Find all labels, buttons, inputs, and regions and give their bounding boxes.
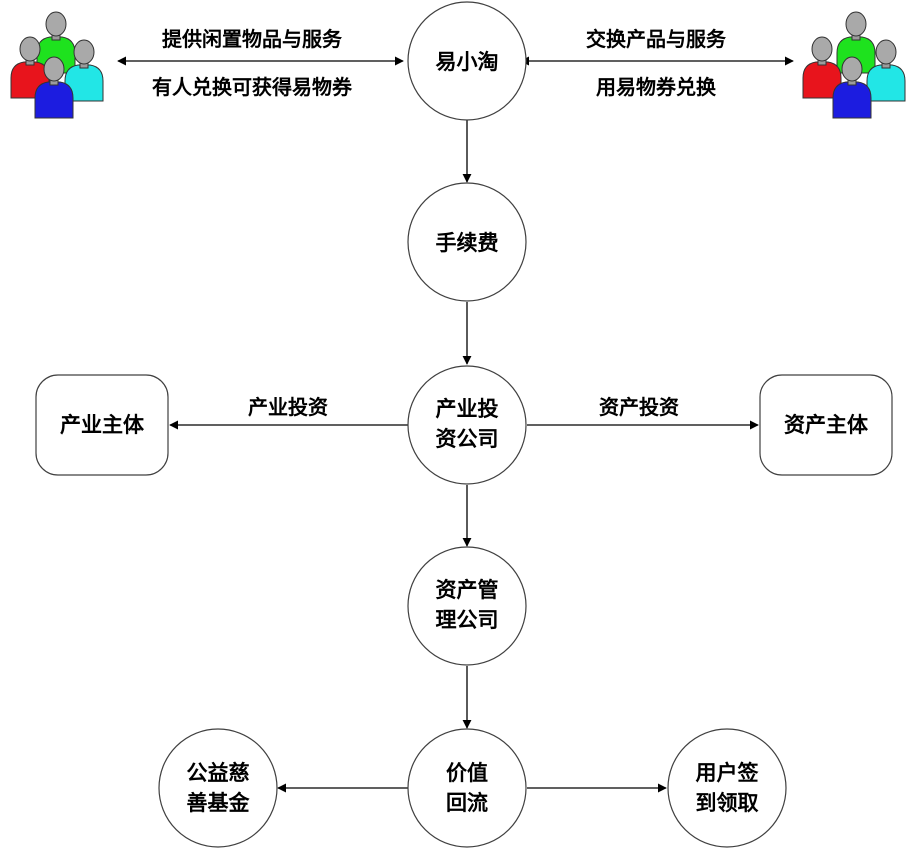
node-user-checkin-line1: 用户签 [696,761,760,785]
node-asset-entity-label: 资产主体 [784,413,869,437]
node-fee-label: 手续费 [436,231,499,255]
node-yixiaotao-label: 易小淘 [436,50,499,74]
right-user-group-icon [802,11,906,119]
left-user-group-icon [10,11,104,119]
node-asset-management-company: 资产管 理公司 [407,546,527,666]
node-investment-company-line2: 资公司 [436,427,499,451]
node-charity-fund: 公益慈 善基金 [158,728,278,848]
label-left-top: 提供闲置物品与服务 [162,27,343,51]
node-investment-company-line1: 产业投 [436,397,499,421]
node-value-return-line2: 回流 [446,791,488,815]
node-industry-entity-label: 产业主体 [60,413,145,437]
node-asset-management-line1: 资产管 [436,578,499,602]
node-asset-management-line2: 理公司 [436,608,499,632]
node-fee: 手续费 [407,182,527,302]
node-yixiaotao: 易小淘 [407,1,527,121]
node-user-checkin-line2: 到领取 [696,791,759,815]
label-left-bottom: 有人兑换可获得易物券 [152,75,353,99]
node-asset-entity: 资产主体 [759,374,893,476]
label-right-top: 交换产品与服务 [586,27,727,51]
label-right-bottom: 用易物券兑换 [596,75,717,99]
node-value-return: 价值 回流 [407,728,527,848]
node-charity-fund-line2: 善基金 [187,791,251,815]
node-user-checkin: 用户签 到领取 [667,728,787,848]
label-industry-investment: 产业投资 [248,395,328,419]
label-asset-investment: 资产投资 [599,395,679,419]
node-investment-company: 产业投 资公司 [407,365,527,485]
node-value-return-line1: 价值 [446,761,488,785]
node-charity-fund-line1: 公益慈 [187,761,250,785]
node-industry-entity: 产业主体 [35,374,169,476]
